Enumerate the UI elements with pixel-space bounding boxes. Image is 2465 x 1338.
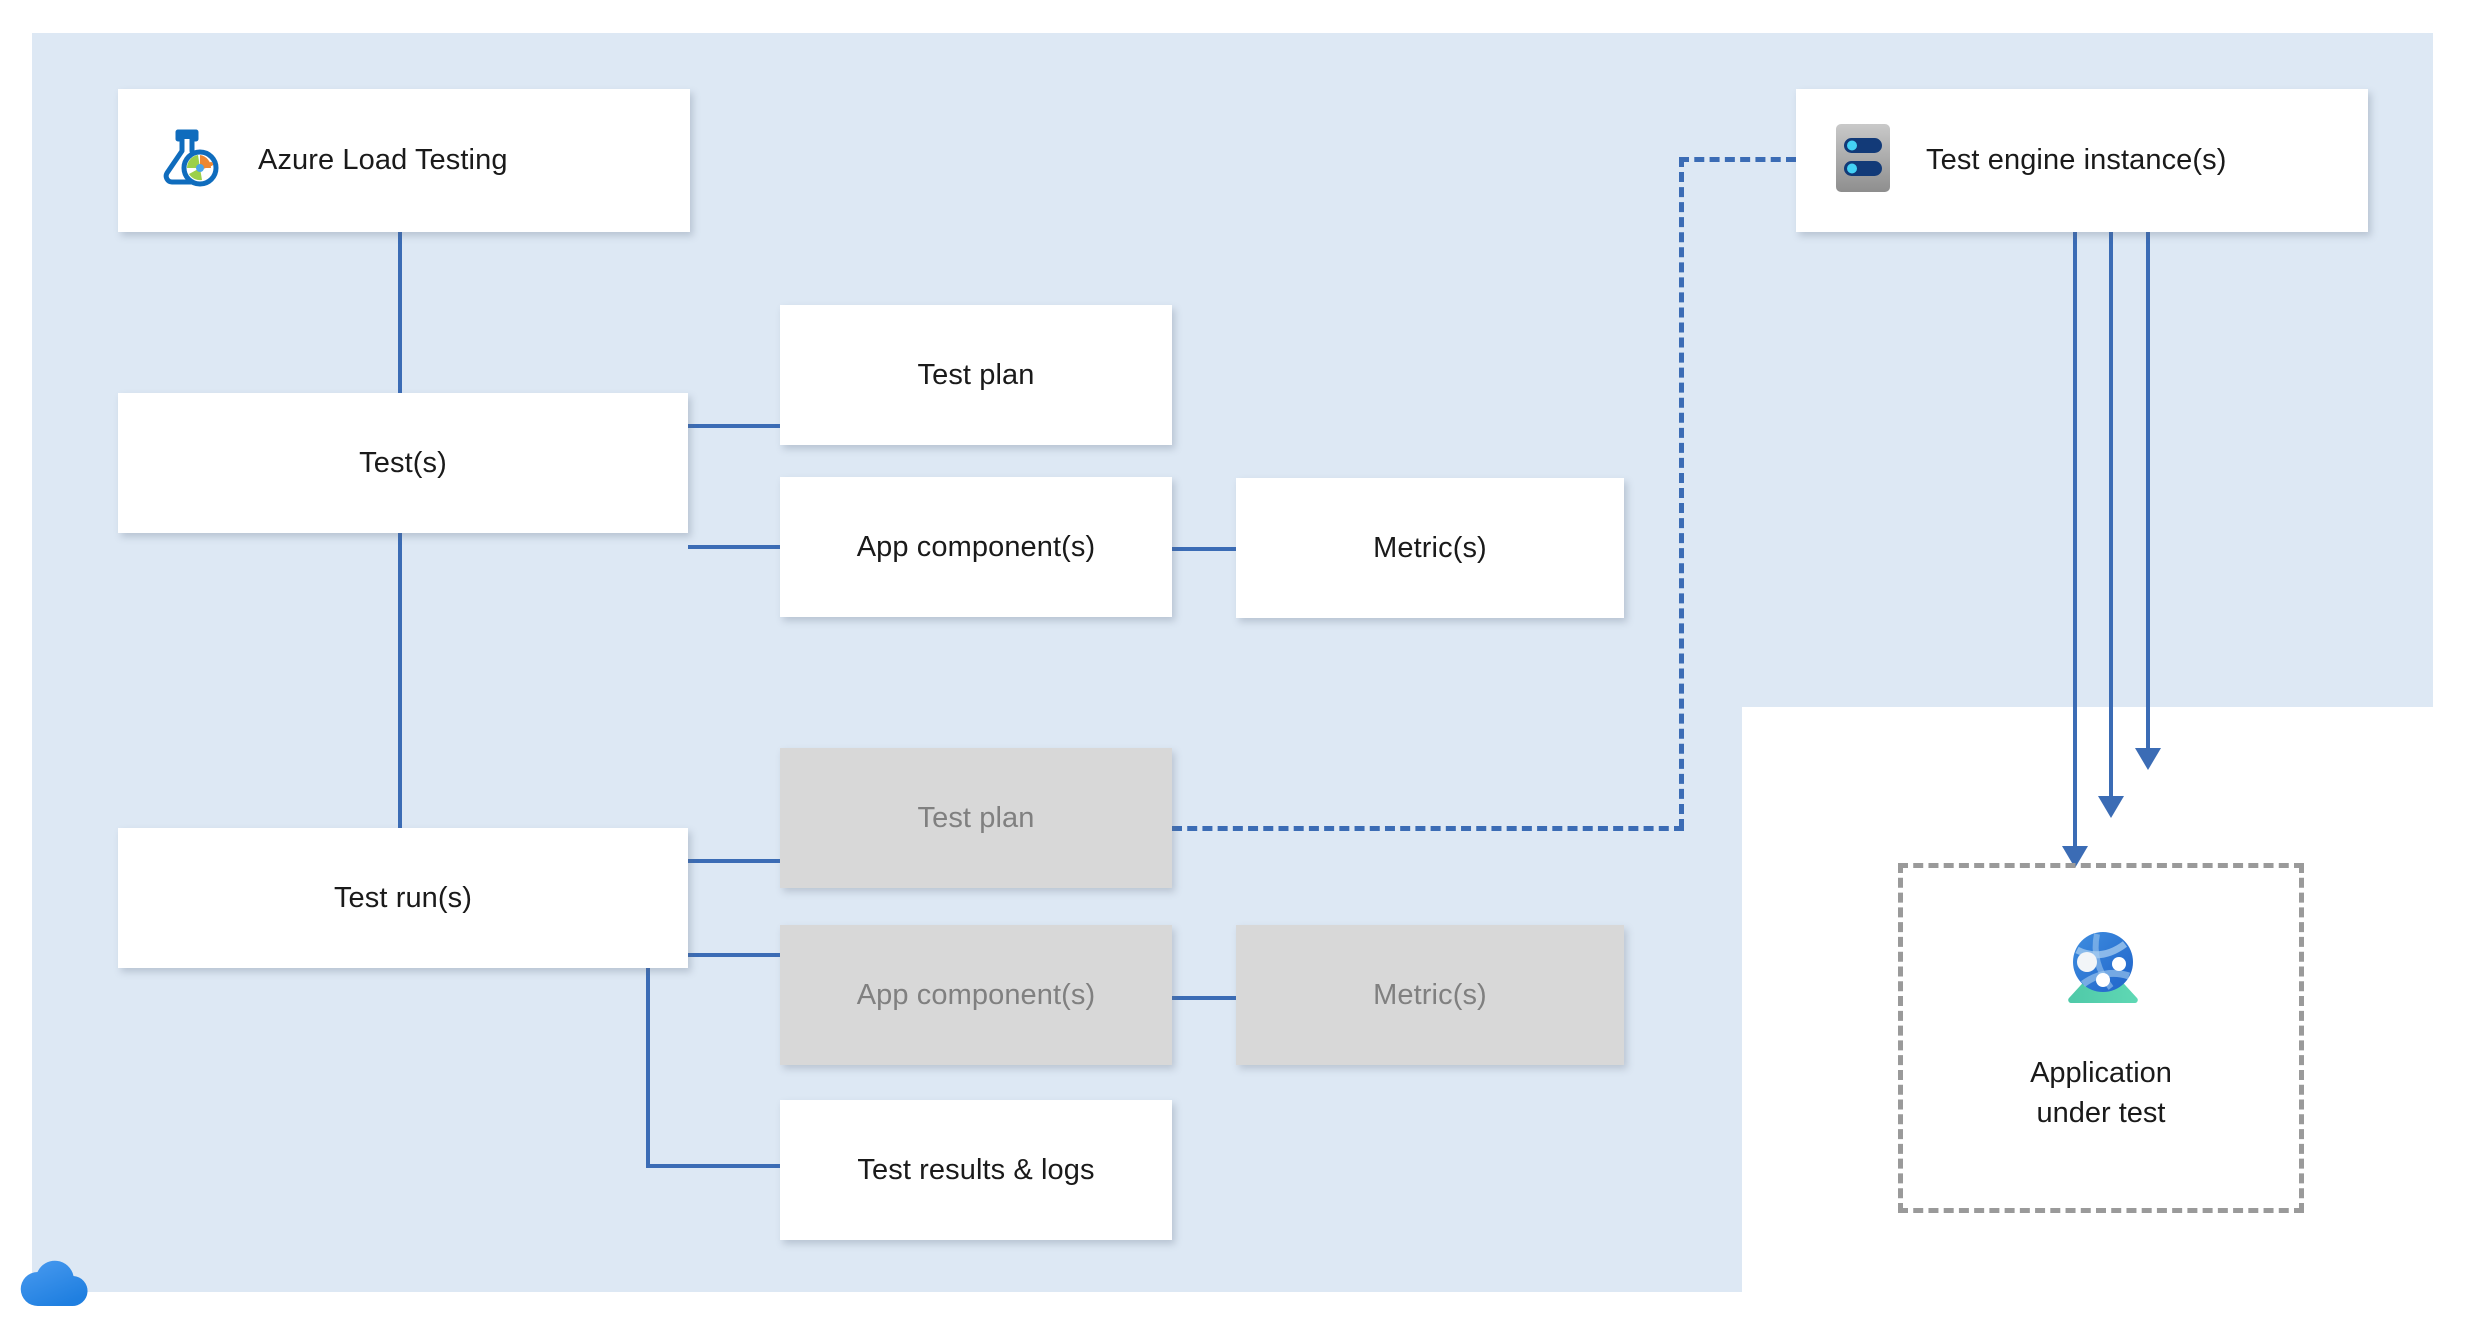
node-test-plan-run-label: Test plan bbox=[917, 801, 1035, 834]
edge-alt-to-tests bbox=[398, 232, 402, 394]
node-tests[interactable]: Test(s) bbox=[118, 393, 688, 533]
node-app-components-run[interactable]: App component(s) bbox=[780, 925, 1172, 1065]
edge-app-components-to-metrics-muted bbox=[1172, 996, 1236, 1000]
edge-engine-to-app-3-arrowhead bbox=[2135, 748, 2161, 770]
web-app-globe-icon bbox=[2051, 918, 2151, 1023]
aut-label-line-2: under test bbox=[2036, 1097, 2166, 1130]
node-app-components[interactable]: App component(s) bbox=[780, 477, 1172, 617]
node-azure-load-testing-label: Azure Load Testing bbox=[258, 144, 508, 176]
azure-load-testing-icon bbox=[156, 124, 224, 197]
node-test-runs[interactable]: Test run(s) bbox=[118, 828, 688, 968]
node-tests-label: Test(s) bbox=[359, 446, 447, 479]
node-test-results-logs[interactable]: Test results & logs bbox=[780, 1100, 1172, 1240]
node-application-under-test-label: Application under test bbox=[2030, 1053, 2172, 1133]
node-application-under-test[interactable]: Application under test bbox=[1898, 863, 2304, 1213]
edge-test-plan-to-engines-horizontal-upper bbox=[1679, 157, 1796, 162]
cloud-icon bbox=[16, 1256, 92, 1308]
edge-test-plan-to-engines-vertical bbox=[1679, 157, 1684, 829]
node-test-plan-label: Test plan bbox=[917, 358, 1035, 391]
edge-test-plan-to-engines-horizontal-lower bbox=[1172, 826, 1684, 831]
node-test-engine-instances[interactable]: Test engine instance(s) bbox=[1796, 89, 2368, 232]
edge-engine-to-app-2 bbox=[2109, 232, 2113, 804]
edge-test-runs-to-results-vertical bbox=[646, 960, 650, 1168]
edge-engine-to-app-1 bbox=[2073, 232, 2077, 854]
node-test-engine-instances-label: Test engine instance(s) bbox=[1926, 144, 2227, 176]
aut-label-line-1: Application bbox=[2030, 1057, 2172, 1089]
node-test-plan[interactable]: Test plan bbox=[780, 305, 1172, 445]
node-test-runs-label: Test run(s) bbox=[333, 881, 473, 914]
edge-tests-to-test-plan bbox=[688, 424, 780, 428]
edge-app-components-to-metrics bbox=[1172, 547, 1236, 551]
edge-test-runs-to-test-plan-muted bbox=[688, 859, 780, 863]
node-test-results-logs-label: Test results & logs bbox=[857, 1153, 1095, 1186]
edge-test-runs-to-app-components-muted bbox=[688, 953, 780, 957]
server-rack-icon bbox=[1834, 122, 1892, 199]
node-app-components-label: App component(s) bbox=[856, 530, 1096, 563]
node-app-components-run-label: App component(s) bbox=[856, 978, 1096, 1011]
node-test-plan-run[interactable]: Test plan bbox=[780, 748, 1172, 888]
edge-engine-to-app-2-arrowhead bbox=[2098, 796, 2124, 818]
node-metrics-run[interactable]: Metric(s) bbox=[1236, 925, 1624, 1065]
node-metrics-run-label: Metric(s) bbox=[1373, 978, 1487, 1011]
edge-tests-to-app-components bbox=[688, 545, 780, 549]
edge-engine-to-app-1-arrowhead bbox=[2062, 846, 2088, 868]
edge-alt-to-test-runs bbox=[398, 533, 402, 828]
edge-engine-to-app-3 bbox=[2146, 232, 2150, 756]
node-metrics[interactable]: Metric(s) bbox=[1236, 478, 1624, 618]
edge-test-runs-to-results-horizontal bbox=[646, 1164, 782, 1168]
node-metrics-label: Metric(s) bbox=[1373, 531, 1487, 564]
node-azure-load-testing[interactable]: Azure Load Testing bbox=[118, 89, 690, 232]
